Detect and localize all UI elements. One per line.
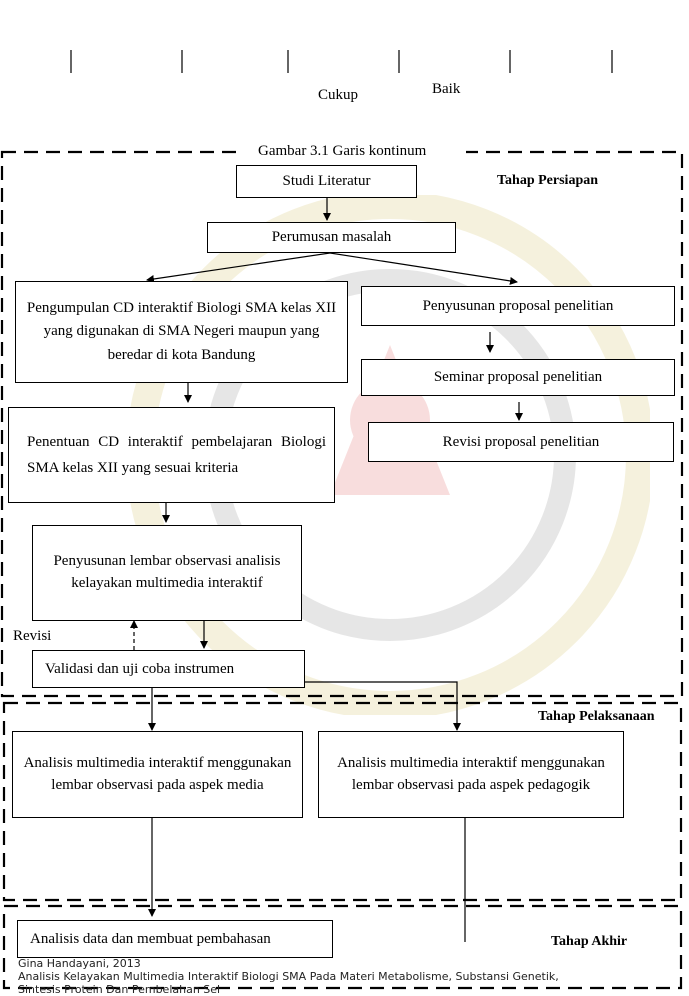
footer-author: Gina Handayani, 2013: [18, 957, 141, 970]
arrow-validasi-to-aspek-pedagogik: [305, 681, 461, 731]
box-studi-literatur: Studi Literatur: [236, 165, 417, 198]
continuum-scale: [70, 50, 613, 73]
stage-label-akhir: Tahap Akhir: [551, 934, 628, 949]
box-validasi-uji-coba: Validasi dan uji coba instrumen: [32, 650, 305, 688]
box-analisis-data-pembahasan: Analisis data dan membuat pembahasan: [17, 920, 333, 958]
stage-label-persiapan: Tahap Persiapan: [497, 173, 599, 188]
box-revisi-proposal: Revisi proposal penelitian: [368, 422, 674, 462]
arrow-perumusan-to-pengumpulan: [146, 252, 331, 283]
box-penyusunan-lembar-observasi: Penyusunan lembar observasi analisis kel…: [32, 525, 302, 621]
continuum-label-baik: Baik: [432, 81, 461, 97]
stage-label-pelaksanaan: Tahap Pelaksanaan: [538, 709, 655, 724]
box-analisis-aspek-pedagogik: Analisis multimedia interaktif menggunak…: [318, 731, 624, 818]
arrow-perumusan-to-penyusunan-proposal: [329, 252, 518, 285]
caption-backdrop: [244, 142, 466, 164]
box-penentuan-cd: Penentuan CD interaktif pembelajaran Bio…: [8, 407, 335, 503]
label-revisi: Revisi: [13, 628, 52, 644]
box-pengumpulan-cd: Pengumpulan CD interaktif Biologi SMA ke…: [15, 281, 348, 383]
box-perumusan-masalah: Perumusan masalah: [207, 222, 456, 253]
figure-caption: Gambar 3.1 Garis kontinum: [258, 143, 427, 159]
footer-title-line1: Analisis Kelayakan Multimedia Interaktif…: [18, 970, 559, 983]
box-analisis-aspek-media: Analisis multimedia interaktif menggunak…: [12, 731, 303, 818]
flow-arrows: [130, 198, 523, 942]
box-penyusunan-proposal: Penyusunan proposal penelitian: [361, 286, 675, 326]
box-seminar-proposal: Seminar proposal penelitian: [361, 359, 675, 396]
continuum-label-cukup: Cukup: [318, 87, 359, 103]
